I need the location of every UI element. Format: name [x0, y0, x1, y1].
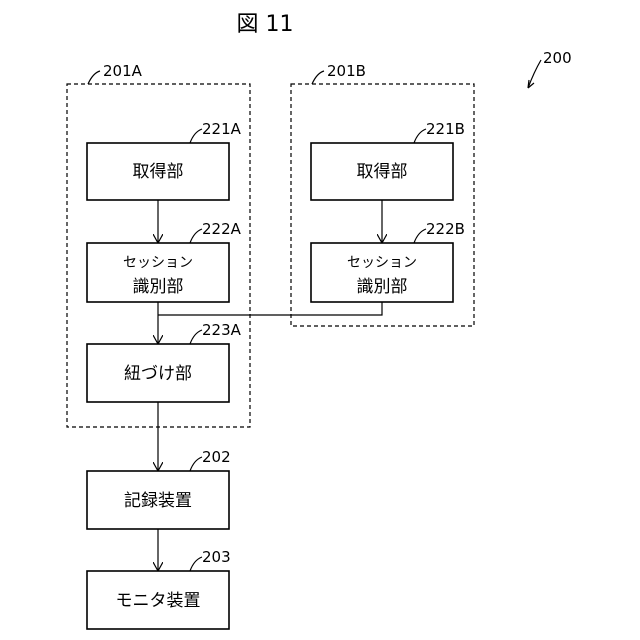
- ref-222a-leader: [190, 229, 202, 243]
- ref-203-label: 203: [202, 548, 231, 566]
- ref-221a-label: 221A: [202, 120, 242, 138]
- ref-223a-leader: [190, 330, 202, 344]
- ref-200-leader: [528, 60, 541, 88]
- block-link-a-label: 紐づけ部: [124, 364, 192, 384]
- block-session-a-label-1: セッション: [123, 255, 193, 271]
- block-session-b-label-2: 識別部: [357, 277, 408, 297]
- group-201a-leader: [88, 71, 100, 84]
- block-session-a-label-2: 識別部: [133, 277, 184, 297]
- block-monitor-label: モニタ装置: [116, 591, 201, 611]
- group-201b-label: 201B: [327, 62, 366, 80]
- figure-title: 図 11: [237, 12, 294, 37]
- ref-223a-label: 223A: [202, 321, 242, 339]
- ref-221a-leader: [190, 129, 202, 143]
- ref-222b-label: 222B: [426, 220, 465, 238]
- ref-222a-label: 222A: [202, 220, 242, 238]
- block-acquire-b-label: 取得部: [357, 162, 408, 182]
- ref-202-label: 202: [202, 448, 231, 466]
- group-201b-leader: [312, 71, 324, 84]
- ref-222b-leader: [414, 229, 426, 243]
- block-recorder-label: 記録装置: [124, 491, 192, 511]
- ref-203-leader: [190, 557, 202, 571]
- ref-221b-label: 221B: [426, 120, 465, 138]
- group-201a-label: 201A: [103, 62, 143, 80]
- ref-202-leader: [190, 457, 202, 471]
- ref-200-label: 200: [543, 49, 572, 67]
- connector-session-b-to-link: [158, 302, 382, 315]
- block-acquire-a-label: 取得部: [133, 162, 184, 182]
- ref-221b-leader: [414, 129, 426, 143]
- block-session-b-label-1: セッション: [347, 255, 417, 271]
